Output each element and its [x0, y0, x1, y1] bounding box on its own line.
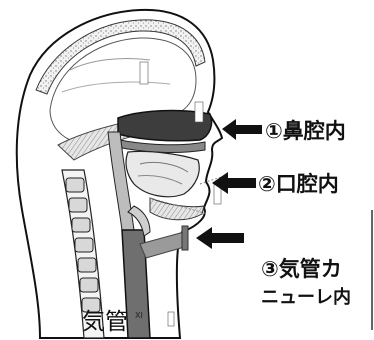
- tracheal-cannula-label-line1: ③気管カ: [261, 259, 342, 280]
- cannula-flange: [182, 226, 188, 250]
- trachea-label: 気管: [82, 311, 128, 334]
- trachea-mark: XI: [135, 312, 143, 320]
- oral-cavity-label: ②口腔内: [258, 174, 339, 195]
- nasal-cavity-label: ①鼻腔内: [265, 121, 346, 142]
- left-arrow-icon: [196, 227, 244, 249]
- tracheal-cannula-label-line2: ニューレ内: [261, 289, 351, 307]
- left-arrow-icon: [222, 119, 262, 140]
